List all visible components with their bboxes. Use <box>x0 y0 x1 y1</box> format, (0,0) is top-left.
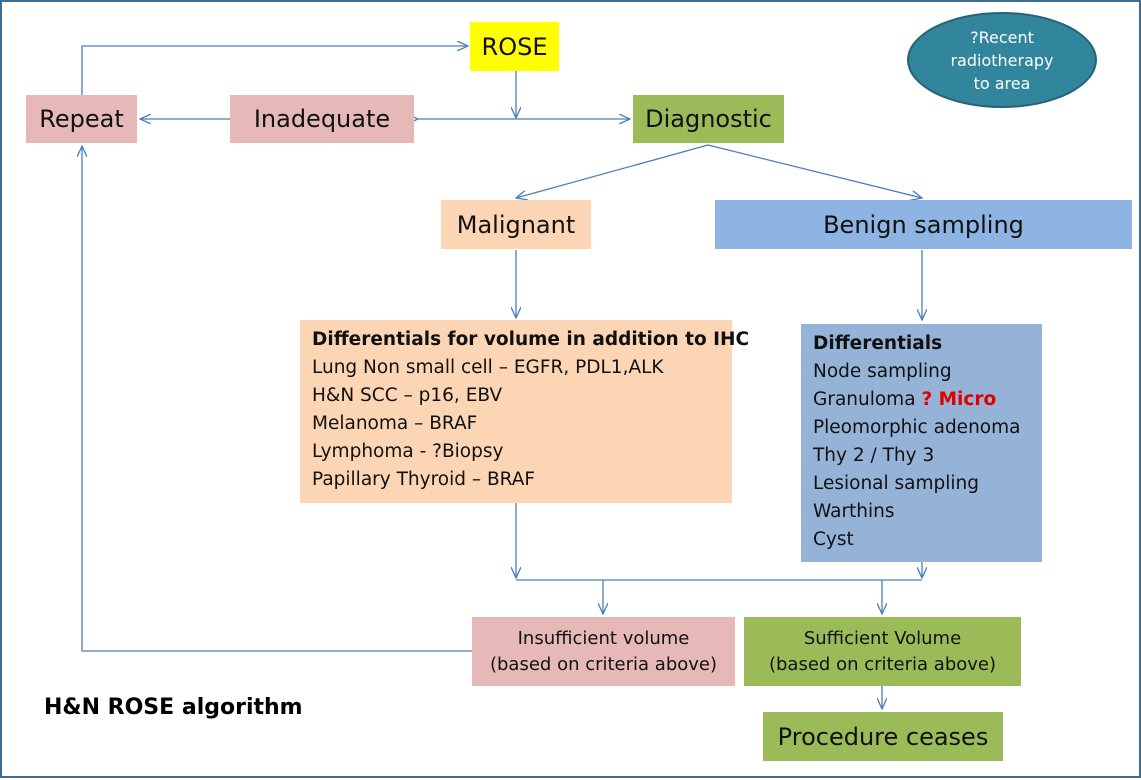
inadequate-node: Inadequate <box>230 95 414 143</box>
procedure-ceases-node: Procedure ceases <box>763 712 1003 761</box>
benign-list-item: Pleomorphic adenoma <box>813 417 1021 438</box>
benign-list-item: Warthins <box>813 501 895 522</box>
benign-list-item: Lesional sampling <box>813 473 980 494</box>
benign-list-item: Thy 2 / Thy 3 <box>813 445 935 466</box>
benign-differentials-list: Differentials Node sampling Granuloma ? … <box>801 324 1042 562</box>
rose-node: ROSE <box>470 22 559 71</box>
granuloma-label: Granuloma <box>813 389 922 410</box>
sufficient-line-2: (based on criteria above) <box>768 653 997 675</box>
micro-flag: ? Micro <box>921 389 997 410</box>
benign-list-heading: Differentials <box>813 333 943 354</box>
benign-list-item: Node sampling <box>813 361 952 382</box>
diagram-title: H&N ROSE algorithm <box>44 695 303 720</box>
arrow-repeat-to-rose <box>81 46 468 95</box>
ellipse-line-1: ?Recent <box>970 27 1034 47</box>
arrow-insufficient-to-repeat <box>82 146 472 652</box>
malignant-list-item: Lymphoma - ?Biopsy <box>312 441 504 462</box>
malignant-list-item: H&N SCC – p16, EBV <box>312 385 503 406</box>
insufficient-line-1: Insufficient volume <box>517 627 690 649</box>
recent-radiotherapy-ellipse: ?Recent radiotherapy to area <box>907 12 1097 108</box>
arrow-diagnostic-to-malignant <box>516 144 709 198</box>
ellipse-line-2: radiotherapy <box>950 50 1054 70</box>
benign-list-item-granuloma: Granuloma ? Micro <box>813 386 1030 414</box>
benign-list-item: Cyst <box>813 529 854 550</box>
insufficient-volume-node: Insufficient volume (based on criteria a… <box>472 617 735 686</box>
malignant-list-item: Melanoma – BRAF <box>312 413 478 434</box>
malignant-list-item: Papillary Thyroid – BRAF <box>312 469 536 490</box>
arrow-diagnostic-to-benign <box>707 144 922 198</box>
malignant-list-heading: Differentials for volume in addition to … <box>312 329 750 350</box>
sufficient-line-1: Sufficient Volume <box>803 627 962 649</box>
malignant-list-item: Lung Non small cell – EGFR, PDL1,ALK <box>312 357 664 378</box>
diagnostic-node: Diagnostic <box>633 95 784 143</box>
insufficient-line-2: (based on criteria above) <box>489 653 718 675</box>
repeat-node: Repeat <box>26 95 137 143</box>
sufficient-volume-node: Sufficient Volume (based on criteria abo… <box>744 617 1021 686</box>
benign-sampling-node: Benign sampling <box>715 200 1132 249</box>
malignant-node: Malignant <box>441 200 591 249</box>
malignant-differentials-list: Differentials for volume in addition to … <box>300 320 750 503</box>
ellipse-line-3: to area <box>973 73 1031 93</box>
